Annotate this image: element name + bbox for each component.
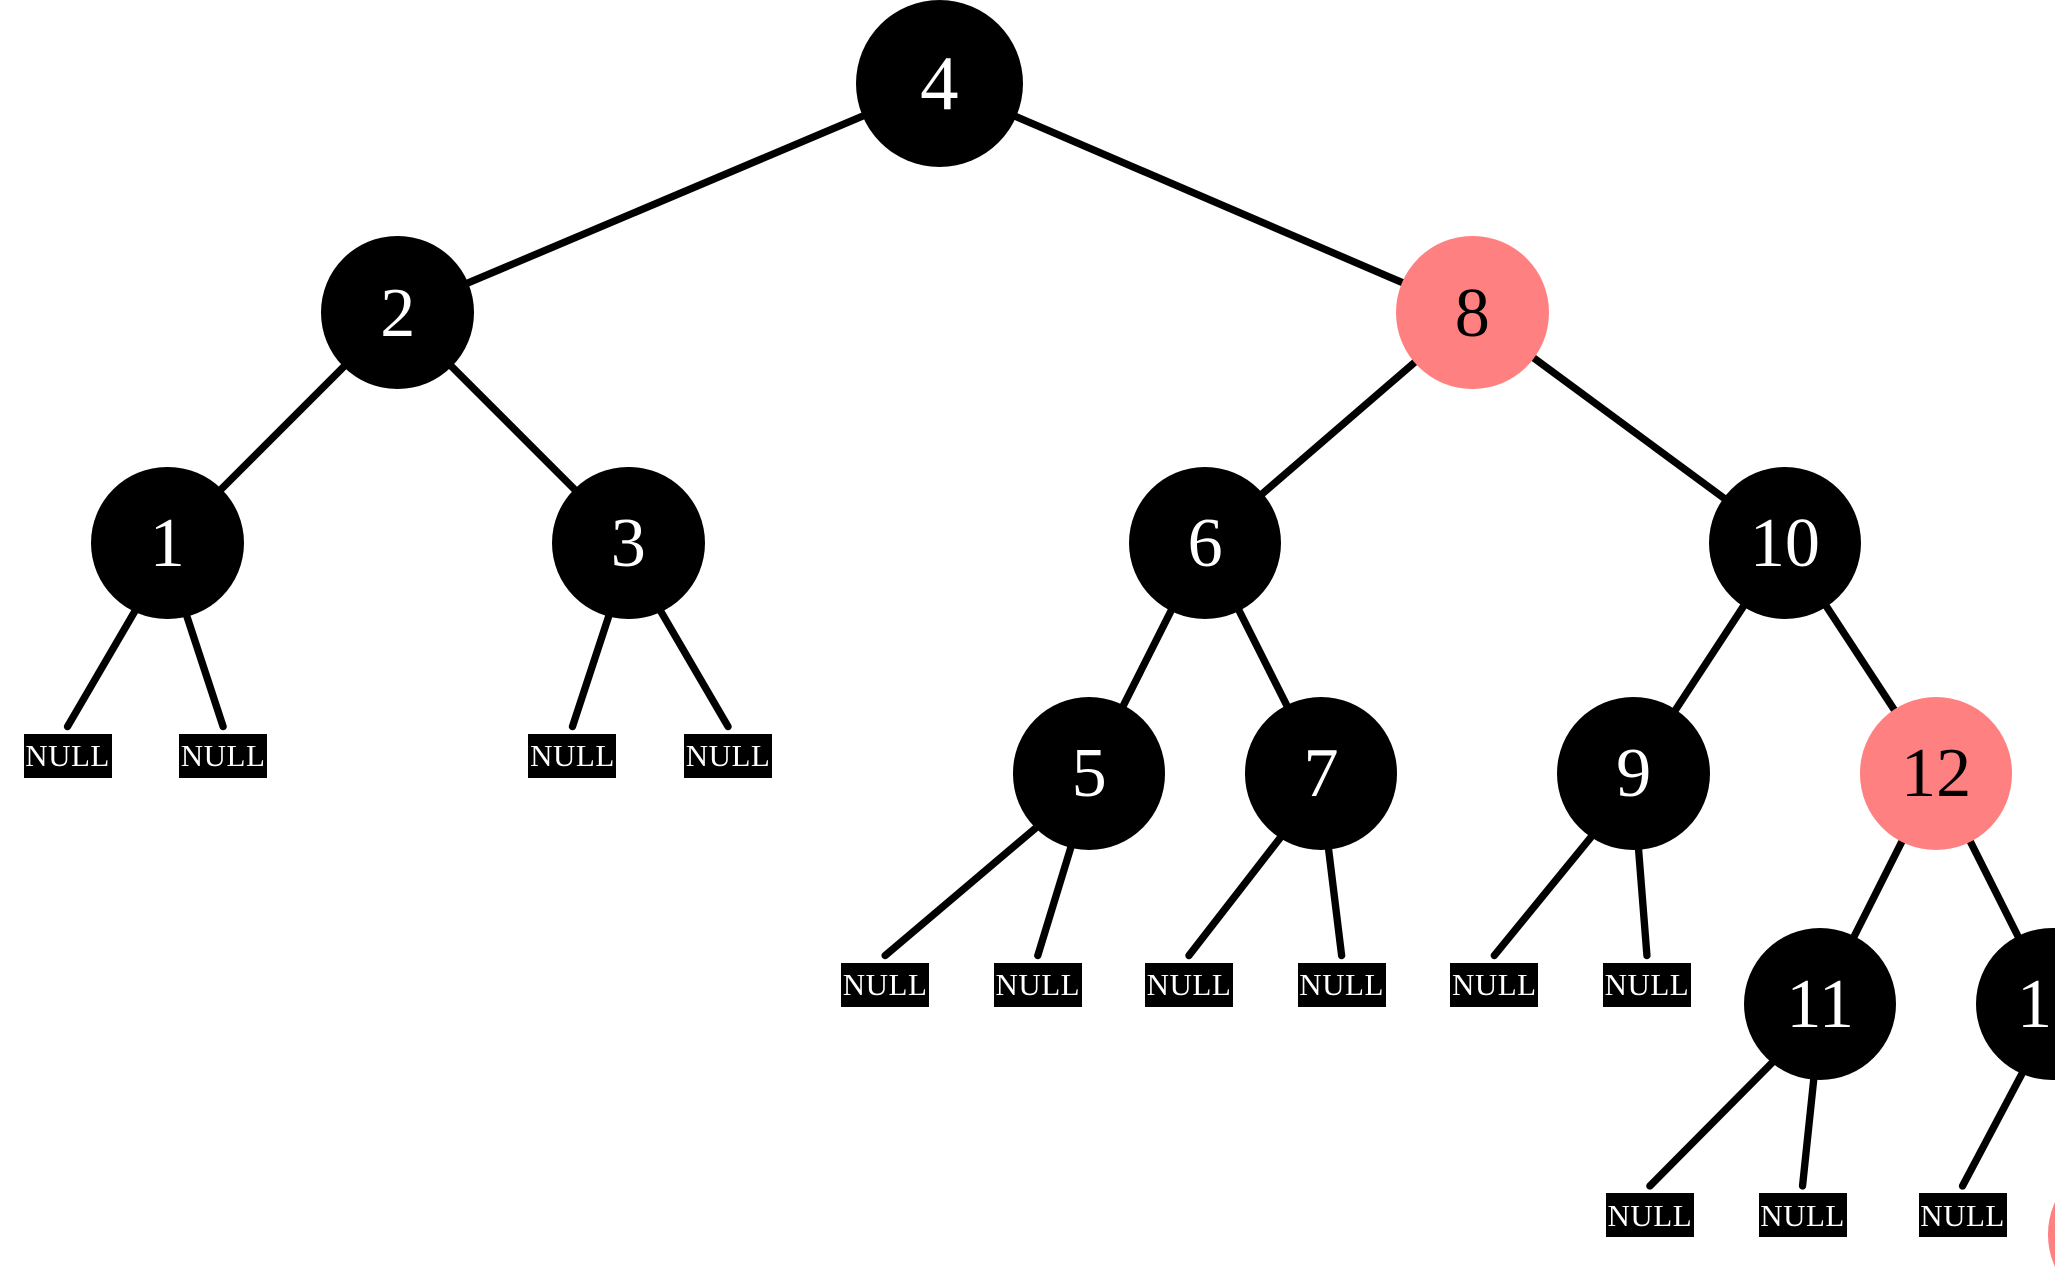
null-leaf: NULL <box>1758 1193 1847 1238</box>
tree-node-3[interactable]: 3 <box>551 466 705 620</box>
tree-node-6[interactable]: 6 <box>1128 466 1282 620</box>
tree-edge <box>1668 598 1751 719</box>
tree-node-1[interactable]: 1 <box>91 466 244 620</box>
null-leaf: NULL <box>1297 962 1386 1007</box>
tree-edge <box>1117 602 1178 715</box>
tree-node-4[interactable]: 4 <box>855 0 1024 168</box>
null-leaf: NULL <box>993 962 1082 1007</box>
tree-edge <box>458 109 873 289</box>
tree-node-14[interactable]: 14 <box>2047 1158 2055 1277</box>
tree-edge <box>1819 598 1902 719</box>
null-leaf: NULL <box>179 733 268 778</box>
null-leaf: NULL <box>1605 1193 1694 1238</box>
tree-edge <box>1646 1055 1780 1190</box>
tree-edge <box>1525 350 1733 506</box>
tree-node-12[interactable]: 12 <box>1859 697 2013 850</box>
tree-edge <box>1034 838 1077 960</box>
tree-edge <box>1490 828 1599 960</box>
tree-edge <box>213 358 352 498</box>
tree-edge <box>1233 602 1294 715</box>
null-leaf: NULL <box>1450 962 1539 1007</box>
tree-edge <box>1963 832 2025 945</box>
tree-edge <box>1006 110 1412 289</box>
null-leaf: NULL <box>1918 1193 2007 1238</box>
tree-edge <box>1324 839 1346 960</box>
null-leaf: NULL <box>1602 962 1691 1007</box>
tree-edge <box>181 607 227 731</box>
tree-node-7[interactable]: 7 <box>1244 697 1398 850</box>
tree-node-9[interactable]: 9 <box>1557 697 1711 850</box>
tree-edge <box>63 602 142 731</box>
null-leaf: NULL <box>23 733 112 778</box>
tree-edge <box>654 602 732 731</box>
tree-edge <box>568 607 615 731</box>
tree-node-8[interactable]: 8 <box>1395 236 1549 389</box>
null-leaf: NULL <box>841 962 930 1007</box>
tree-node-2[interactable]: 2 <box>321 236 475 389</box>
tree-edge <box>1798 1070 1818 1190</box>
tree-node-11[interactable]: 11 <box>1743 927 1897 1081</box>
tree-edge <box>1254 354 1423 501</box>
tree-edge <box>1958 1064 2029 1190</box>
tree-edge <box>1848 832 1909 945</box>
tree-edge <box>443 358 583 498</box>
tree-edge <box>1634 839 1651 960</box>
tree-edge <box>881 820 1045 960</box>
null-leaf: NULL <box>1144 962 1233 1007</box>
tree-node-5[interactable]: 5 <box>1012 697 1166 850</box>
null-leaf: NULL <box>684 733 773 778</box>
tree-node-10[interactable]: 10 <box>1708 466 1862 620</box>
null-leaf: NULL <box>528 733 617 778</box>
tree-edge <box>1185 829 1288 960</box>
